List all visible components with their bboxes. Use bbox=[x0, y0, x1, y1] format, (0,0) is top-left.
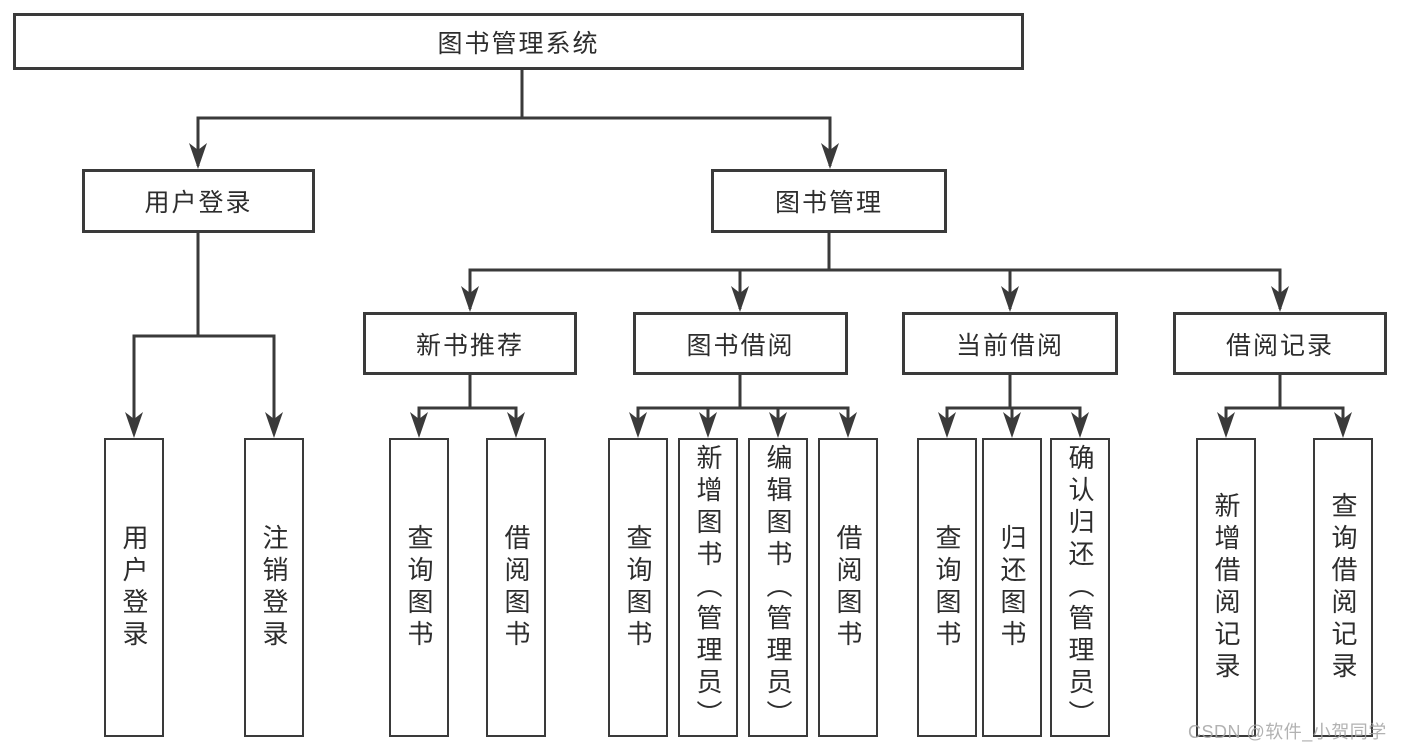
leaf-borrow-books-label: 借阅图书 bbox=[833, 523, 863, 652]
node-borrowing-records: 借阅记录 bbox=[1173, 312, 1387, 375]
leaf-borrow-query-books: 查询图书 bbox=[608, 438, 668, 737]
leaf-borrow-books: 借阅图书 bbox=[818, 438, 878, 737]
leaf-logout: 注销登录 bbox=[244, 438, 304, 737]
leaf-recommend-query-books: 查询图书 bbox=[389, 438, 449, 737]
leaf-return-books: 归还图书 bbox=[982, 438, 1042, 737]
node-current-borrowing: 当前借阅 bbox=[902, 312, 1118, 375]
csdn-watermark: CSDN @软件_小贺同学 bbox=[1188, 722, 1387, 742]
node-book-management-label: 图书管理 bbox=[774, 189, 883, 217]
leaf-recommend-borrow-books-label: 借阅图书 bbox=[501, 523, 531, 652]
node-root-label: 图书管理系统 bbox=[437, 29, 600, 58]
node-book-borrowing-label: 图书借阅 bbox=[686, 331, 795, 360]
node-user-login-label: 用户登录 bbox=[144, 189, 253, 217]
leaf-query-borrow-record-label: 查询借阅记录 bbox=[1328, 491, 1358, 684]
leaf-return-books-label: 归还图书 bbox=[997, 523, 1027, 652]
leaf-edit-books-admin: 编辑图书（管理员） bbox=[748, 438, 808, 737]
arrowhead-icons bbox=[125, 143, 1352, 438]
leaf-add-books-admin: 新增图书（管理员） bbox=[678, 438, 738, 737]
leaf-logout-label: 注销登录 bbox=[259, 523, 289, 652]
node-current-borrowing-label: 当前借阅 bbox=[955, 331, 1064, 360]
leaf-recommend-borrow-books: 借阅图书 bbox=[486, 438, 546, 737]
node-borrowing-records-label: 借阅记录 bbox=[1225, 331, 1334, 360]
leaf-recommend-query-books-label: 查询图书 bbox=[404, 523, 434, 652]
leaf-edit-books-admin-label: 编辑图书（管理员） bbox=[763, 443, 793, 732]
node-root: 图书管理系统 bbox=[13, 13, 1024, 70]
node-book-borrowing: 图书借阅 bbox=[633, 312, 848, 375]
leaf-current-query-books-label: 查询图书 bbox=[932, 523, 962, 652]
leaf-borrow-query-books-label: 查询图书 bbox=[623, 523, 653, 652]
leaf-user-login: 用户登录 bbox=[104, 438, 164, 737]
leaf-confirm-return-admin-label: 确认归还（管理员） bbox=[1065, 443, 1095, 732]
node-new-book-recommend: 新书推荐 bbox=[363, 312, 577, 375]
node-book-management: 图书管理 bbox=[711, 169, 947, 233]
leaf-confirm-return-admin: 确认归还（管理员） bbox=[1050, 438, 1110, 737]
leaf-add-borrow-record: 新增借阅记录 bbox=[1196, 438, 1256, 737]
leaf-current-query-books: 查询图书 bbox=[917, 438, 977, 737]
node-user-login: 用户登录 bbox=[82, 169, 315, 233]
node-new-book-recommend-label: 新书推荐 bbox=[415, 331, 524, 360]
leaf-add-books-admin-label: 新增图书（管理员） bbox=[693, 443, 723, 732]
leaf-add-borrow-record-label: 新增借阅记录 bbox=[1211, 491, 1241, 684]
leaf-user-login-label: 用户登录 bbox=[119, 523, 149, 652]
leaf-query-borrow-record: 查询借阅记录 bbox=[1313, 438, 1373, 737]
